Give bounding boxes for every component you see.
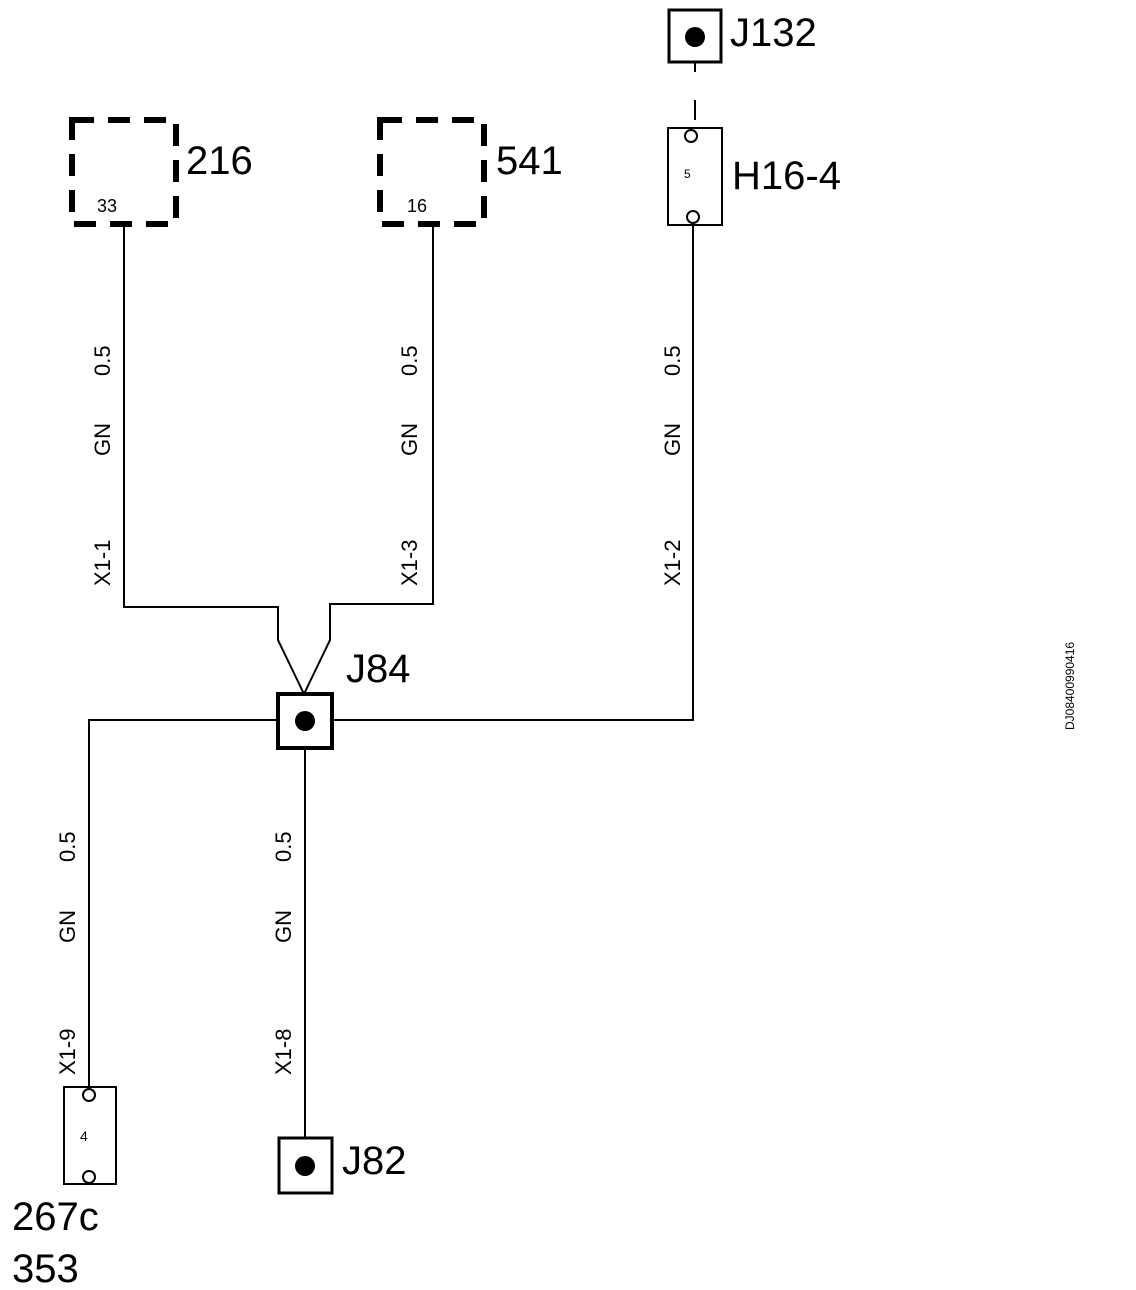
reference-code: DJ08400990416 [1063, 642, 1077, 730]
component-541-label: 541 [496, 139, 563, 183]
connector-h16-4-pin-top [684, 129, 698, 143]
component-216-box [69, 117, 179, 227]
wire-216-to-j84 [123, 226, 305, 695]
splice-j82-dot [295, 1156, 315, 1176]
component-216[interactable]: 33 216 [69, 117, 253, 227]
wire-541-to-j84 [303, 226, 434, 695]
component-216-label: 216 [186, 139, 253, 183]
splice-j84-dot [295, 711, 315, 731]
wire-x1-8-terminal: X1-8 [271, 1029, 296, 1075]
splice-j82[interactable]: J82 [277, 1136, 407, 1195]
wire-j84-to-267c [88, 719, 278, 1090]
component-541[interactable]: 16 541 [377, 117, 563, 227]
splice-j84[interactable]: J84 [276, 647, 411, 750]
wire-x1-1-size: 0.5 [90, 345, 115, 376]
splice-j132-dot [685, 27, 705, 47]
component-541-pin-label: 16 [407, 196, 427, 216]
connector-267c-pin-bottom [82, 1170, 96, 1184]
wire-x1-8-color: GN [271, 910, 296, 943]
wire-x1-9-size: 0.5 [55, 831, 80, 862]
wire-h16-4-to-j84 [332, 225, 694, 721]
splice-j132[interactable]: J132 [667, 8, 817, 64]
wire-x1-2-terminal: X1-2 [660, 540, 685, 586]
wire-x1-3-color: GN [397, 423, 422, 456]
connector-353-label: 353 [12, 1247, 79, 1290]
connector-h16-4-pin-label: 5 [684, 167, 691, 181]
wire-x1-2-color: GN [660, 423, 685, 456]
connector-267c-label: 267c [12, 1195, 99, 1239]
wire-x1-2-size: 0.5 [660, 345, 685, 376]
connector-h16-4-label: H16-4 [732, 154, 841, 198]
wire-x1-3-terminal: X1-3 [397, 540, 422, 586]
connector-h16-4-pin-bottom [686, 210, 700, 224]
splice-j132-label: J132 [730, 11, 817, 55]
wire-x1-9-terminal: X1-9 [55, 1029, 80, 1075]
component-541-box [377, 117, 487, 227]
component-216-pin-label: 33 [97, 196, 117, 216]
splice-j84-box [276, 692, 334, 750]
connector-h16-4-box [667, 127, 723, 226]
connector-h16-4[interactable]: 5 H16-4 [667, 127, 841, 226]
wire-x1-9-color: GN [55, 910, 80, 943]
splice-j82-label: J82 [342, 1139, 407, 1183]
connector-267c-pin-label: 4 [80, 1128, 88, 1144]
splice-j84-label: J84 [346, 647, 411, 691]
connector-267c-pin-top [82, 1088, 96, 1102]
wire-x1-3-size: 0.5 [397, 345, 422, 376]
connector-267c-box [63, 1086, 117, 1185]
wire-x1-1-color: GN [90, 423, 115, 456]
wire-x1-8-size: 0.5 [271, 831, 296, 862]
connector-267c[interactable]: 4 267c 353 [12, 1086, 117, 1290]
wire-x1-1-terminal: X1-1 [90, 540, 115, 586]
